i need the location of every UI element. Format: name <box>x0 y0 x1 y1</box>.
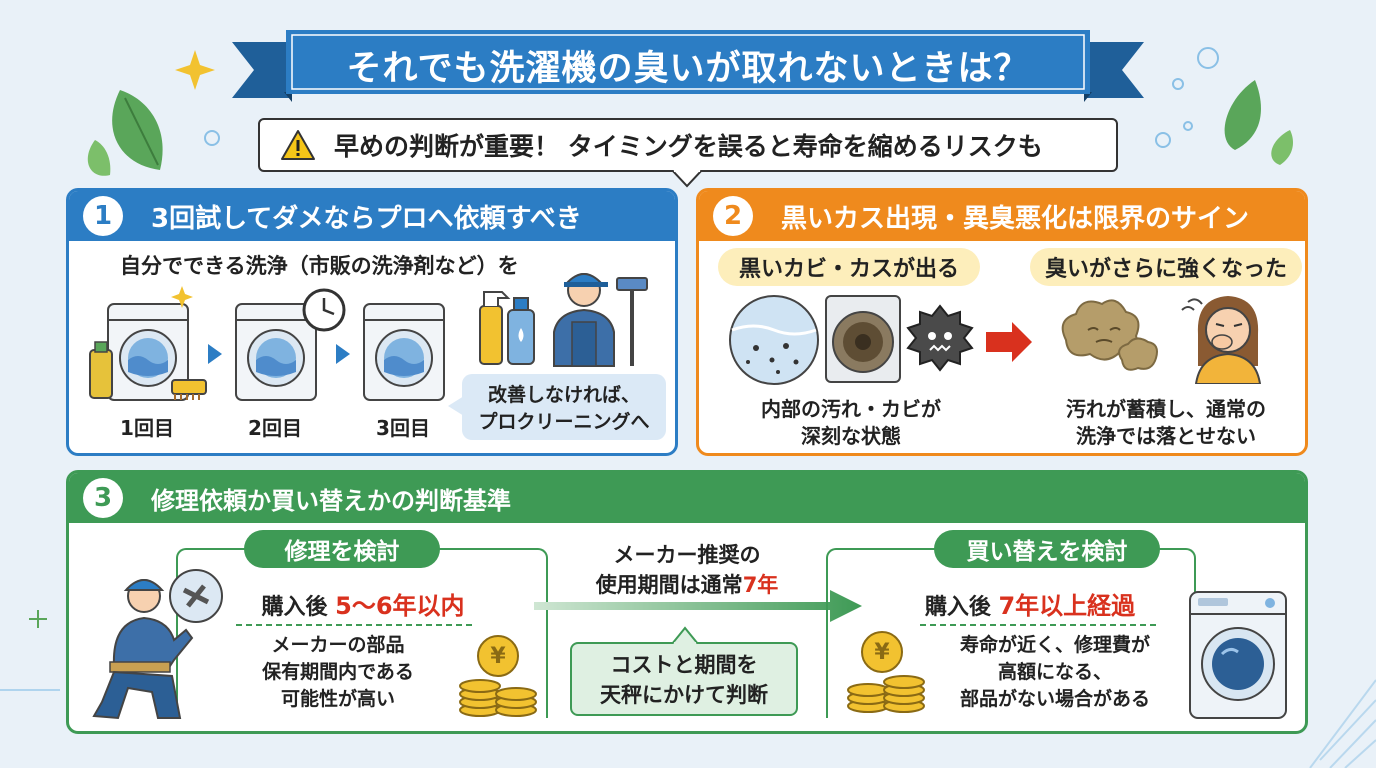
clock-icon <box>302 288 346 332</box>
panel-1-header: 1 3回試してダメならプロへ依頼すべき <box>69 191 675 241</box>
judgement-box: コストと期間を 天秤にかけて判断 <box>570 642 798 716</box>
page-title: それでも洗濯機の臭いが取れないときは？ <box>346 48 1030 89</box>
repair-period: 購入後 5〜6年以内 <box>216 586 510 621</box>
cleaning-professional-illustration <box>479 273 648 367</box>
odor-cloud-icon <box>1061 299 1158 371</box>
coins-icon <box>847 631 925 713</box>
step-label: 1回目 <box>120 416 174 440</box>
replace-desc-line-2: 高額になる、 <box>997 661 1112 683</box>
proclean-callout: 改善しなければ、 プロクリーニングへ <box>462 374 666 440</box>
title-ribbon <box>232 30 1144 102</box>
replace-desc: 寿命が近く、修理費が 高額になる、 部品がない場合がある <box>920 632 1190 713</box>
panel-3-header: 3 修理依頼か買い替えかの判断基準 <box>69 473 1305 523</box>
repair-divider <box>236 624 472 626</box>
panel-2-right-desc: 汚れが蓄積し、通常の 洗浄では落とせない <box>1030 396 1302 450</box>
warning-text: 早めの判断が重要！ タイミングを誤ると寿命を縮めるリスクも <box>334 132 1043 161</box>
right-desc-line-1: 汚れが蓄積し、通常の <box>1066 397 1266 421</box>
step-label: 2回目 <box>248 416 302 440</box>
repair-desc-line-2: 保有期間内である <box>262 661 414 683</box>
repair-label: 修理を検討 <box>244 530 440 568</box>
replace-period-prefix: 購入後 <box>924 595 999 620</box>
repair-desc-line-3: 可能性が高い <box>280 688 395 710</box>
recommended-line-1: メーカー推奨の <box>613 543 761 567</box>
mold-monster-icon <box>906 304 974 372</box>
mold-illustration <box>729 295 1032 385</box>
panel-3-title: 修理依頼か買い替えかの判断基準 <box>151 486 511 515</box>
repair-desc-line-1: メーカーの部品 <box>271 634 405 656</box>
stronger-odor-pill: 臭いがさらに強くなった <box>1030 248 1302 286</box>
washing-machine-icon <box>363 303 445 401</box>
callout-pointer <box>448 396 464 416</box>
replace-period-value: 7年以上経過 <box>998 592 1136 620</box>
replace-label: 買い替えを検討 <box>934 530 1160 568</box>
replace-desc-line-3: 部品がない場合がある <box>959 688 1150 710</box>
washing-machine-icon <box>1189 591 1287 719</box>
repair-desc: メーカーの部品 保有期間内である 可能性が高い <box>220 632 456 713</box>
judgement-pointer <box>672 626 698 644</box>
repair-period-value: 5〜6年以内 <box>335 592 465 620</box>
replace-desc-line-1: 寿命が近く、修理費が <box>959 634 1150 656</box>
yen-symbol: ¥ <box>874 640 890 665</box>
left-desc-line-2: 深刻な状態 <box>801 424 901 448</box>
warning-pointer <box>672 170 702 188</box>
woman-covering-nose-icon <box>1194 296 1262 384</box>
progress-arrow <box>534 590 862 622</box>
replace-divider <box>920 624 1156 626</box>
panel-2-header: 2 黒いカス出現・異臭悪化は限界のサイン <box>699 191 1305 241</box>
repair-technician-illustration <box>92 569 223 720</box>
left-desc-line-1: 内部の汚れ・カビが <box>761 397 941 421</box>
leaf-icon <box>87 90 163 176</box>
recommended-period: メーカー推奨の 使用期間は通常7年 <box>560 540 814 600</box>
panel-3: 3 修理依頼か買い替えかの判断基準 <box>66 470 1308 734</box>
panel-1-intro: 自分でできる洗浄（市販の洗浄剤など）を <box>120 254 519 278</box>
recommended-line-2-prefix: 使用期間は通常 <box>595 573 743 597</box>
washing-machine-icon <box>235 303 317 401</box>
coins-icon <box>459 635 537 717</box>
panel-2-title: 黒いカス出現・異臭悪化は限界のサイン <box>781 203 1250 234</box>
warning-icon <box>281 130 315 160</box>
yen-symbol: ¥ <box>490 644 506 669</box>
panel-2-number: 2 <box>713 196 753 236</box>
judgement-line-1: コストと期間を <box>610 653 758 677</box>
judgement-line-2: 天秤にかけて判断 <box>600 683 768 707</box>
callout-line-2: プロクリーニングへ <box>478 411 650 433</box>
black-mold-pill: 黒いカビ・カスが出る <box>718 248 980 286</box>
right-desc-line-2: 洗浄では落とせない <box>1076 424 1256 448</box>
panel-1-number: 1 <box>83 196 123 236</box>
recommended-years: 7年 <box>742 573 779 597</box>
panel-3-number: 3 <box>83 478 123 518</box>
warning-box: 早めの判断が重要！ タイミングを誤ると寿命を縮めるリスクも <box>258 118 1118 172</box>
panel-1-title: 3回試してダメならプロへ依頼すべき <box>151 203 582 234</box>
step-label: 3回目 <box>376 416 430 440</box>
replace-period: 購入後 7年以上経過 <box>880 586 1180 621</box>
washing-machine-icon <box>107 303 189 401</box>
odor-illustration <box>1061 296 1262 384</box>
repair-period-prefix: 購入後 <box>261 595 336 620</box>
panel-2-left-desc: 内部の汚れ・カビが 深刻な状態 <box>720 396 982 450</box>
callout-line-1: 改善しなければ、 <box>487 384 640 406</box>
washing-machines-illustration <box>89 286 445 401</box>
